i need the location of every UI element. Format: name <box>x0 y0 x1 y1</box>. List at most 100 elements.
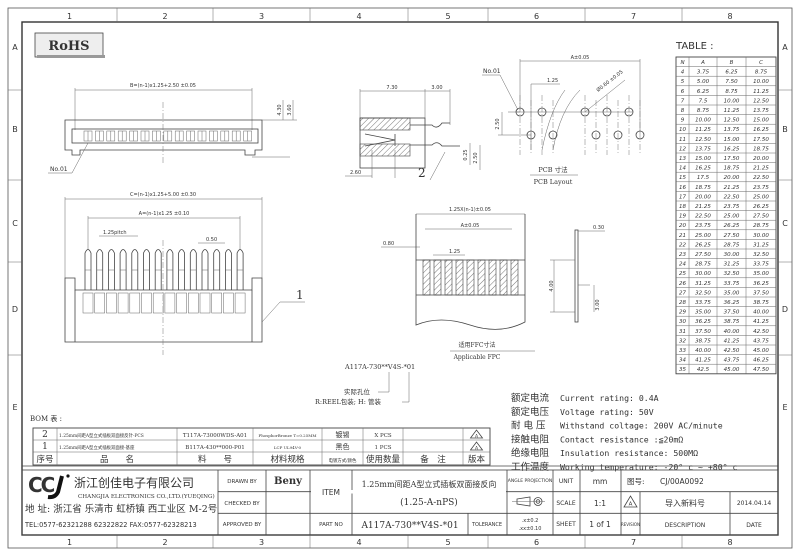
table-cell: 17.50 <box>753 137 769 143</box>
table-cell: 21.25 <box>753 166 769 172</box>
bom-cell: 1 <box>42 442 48 452</box>
pcb-pitch-label: 1.25 <box>547 78 558 84</box>
table-cell: 21.25 <box>695 204 711 210</box>
pin-slot <box>141 292 152 314</box>
part-code-note1: 实际孔位 <box>344 387 371 396</box>
table-cell: 37.50 <box>695 329 711 335</box>
drawn-by-value: Beny <box>274 476 303 487</box>
tolerance-1: .x±0.2 <box>522 518 539 524</box>
spec-label-cn: 接触电阻 <box>511 433 550 445</box>
company-address: 地 址: 浙江省 乐清市 虹桥镇 西工业区 M-2号 <box>25 503 217 515</box>
column-label: 5 <box>445 12 450 21</box>
checked-by-label: CHECKED BY <box>224 501 260 507</box>
column-label: 1 <box>67 538 72 547</box>
row-label: B <box>782 125 788 134</box>
bom-cell: B117A-430**000-P01 <box>185 445 244 451</box>
pin-slot <box>188 292 199 314</box>
table-cell: 43.75 <box>724 358 740 364</box>
table-cell: 37.50 <box>724 310 740 316</box>
pin-slot <box>94 292 105 314</box>
table-cell: 33.75 <box>753 262 769 268</box>
drawing-no-value: CJ/00A0092 <box>660 477 704 486</box>
table-cell: 35.00 <box>753 271 769 277</box>
spec-value: Voltage rating: 50V <box>560 407 654 417</box>
table-cell: 22.50 <box>724 194 740 200</box>
table-cell: 7.50 <box>725 79 738 85</box>
table-cell: 31.25 <box>724 262 740 268</box>
table-cell: 22.50 <box>695 214 711 220</box>
table-cell: 16.25 <box>724 146 740 152</box>
table-cell: 10.00 <box>724 98 740 104</box>
table-cell: 11 <box>679 137 686 143</box>
table-cell: 43.75 <box>753 338 769 344</box>
part-no-label: PART NO <box>319 522 343 528</box>
revision-description: 导入新料号 <box>665 498 705 508</box>
table-cell: 23.75 <box>753 185 769 191</box>
table-border <box>675 56 777 375</box>
ffc-conductor <box>455 259 464 296</box>
angle-projection-label: ANGLE PROJECTION <box>508 478 552 484</box>
table-cell: 24 <box>679 262 686 268</box>
rohs-label: RoHS <box>48 39 89 54</box>
drawing-no-label: 图号: <box>627 477 645 486</box>
table-cell: 12 <box>679 146 686 152</box>
table-cell: 25.00 <box>695 233 711 239</box>
table-cell: 28 <box>679 300 686 306</box>
table-cell: 46.25 <box>753 358 769 364</box>
column-label: 1 <box>67 12 72 21</box>
pcb-dim-a-label: A±0.05 <box>571 55 590 61</box>
spec-label-cn: 绝缘电阻 <box>511 447 550 459</box>
column-label: 3 <box>259 538 264 547</box>
ffc-dim-edge-label: 0.80 <box>383 241 394 247</box>
table-cell: 45.00 <box>753 348 769 354</box>
bom-cell: 1.25mm间距A型立式插板双面接-基座 <box>59 444 135 451</box>
pin <box>108 249 115 290</box>
table-cell: 13 <box>679 156 686 162</box>
bom-title: BOM 表 : <box>30 414 62 423</box>
table-cell: 32 <box>679 338 686 344</box>
table-cell: 30.00 <box>695 271 711 277</box>
bom-revision: A <box>475 446 479 452</box>
table-cell: 33 <box>679 348 686 354</box>
pcb-title-en: PCB Layout <box>534 178 573 186</box>
scale-value: 1:1 <box>594 499 606 508</box>
pin <box>189 249 197 290</box>
table-cell: 17 <box>679 194 686 200</box>
front-view: C=(n-1)x1.25+5.00 ±0.30 A=(n-1)x1.25 ±0.… <box>64 192 305 355</box>
ffc-conductor <box>477 259 486 296</box>
table-cell: 42.50 <box>753 329 769 335</box>
table-cell: 12.50 <box>695 137 711 143</box>
table-cell: 25.00 <box>724 214 740 220</box>
table-cell: 12.50 <box>753 98 769 104</box>
table-cell: 18 <box>679 204 686 210</box>
dim-height-label: 2.50 <box>473 152 479 163</box>
table-cell: 27 <box>679 290 686 296</box>
row-label: D <box>12 305 18 314</box>
pcb-layout: A±0.05 No.01 1.25 Ø0.60 ±0.05 2.50 PCB 寸… <box>482 55 645 186</box>
table-cell: 13.75 <box>724 127 740 133</box>
table-cell: 38.75 <box>753 300 769 306</box>
item-label: ITEM <box>322 488 340 497</box>
row-label: E <box>782 403 787 412</box>
table-cell: 7.5 <box>699 98 708 104</box>
table-cell: 6.25 <box>725 70 738 76</box>
table-cell: 33.75 <box>695 300 711 306</box>
table-cell: 19 <box>679 214 686 220</box>
table-cell: 30.00 <box>724 252 740 258</box>
spec-value: Insulation resistance: 500MΩ <box>560 448 698 458</box>
table-cell: 36.25 <box>753 281 769 287</box>
table-cell: 20.00 <box>695 194 711 200</box>
table-cell: 40.00 <box>695 348 711 354</box>
row-label: D <box>782 305 788 314</box>
drawn-by-label: DRAWN BY <box>227 479 257 485</box>
table-cell: 10.00 <box>695 118 711 124</box>
ffc-thickness-label: 0.30 <box>593 225 604 231</box>
dim-b-label: B=(n-1)x1.25+2.50 ±0.05 <box>130 83 196 89</box>
ffc-len2-label: 3.00 <box>595 299 601 310</box>
pin <box>96 249 104 290</box>
table-cell: 41.25 <box>724 338 740 344</box>
table-cell: 6 <box>681 89 685 95</box>
table-cell: 17.50 <box>724 156 740 162</box>
ffc-conductor <box>466 259 475 296</box>
